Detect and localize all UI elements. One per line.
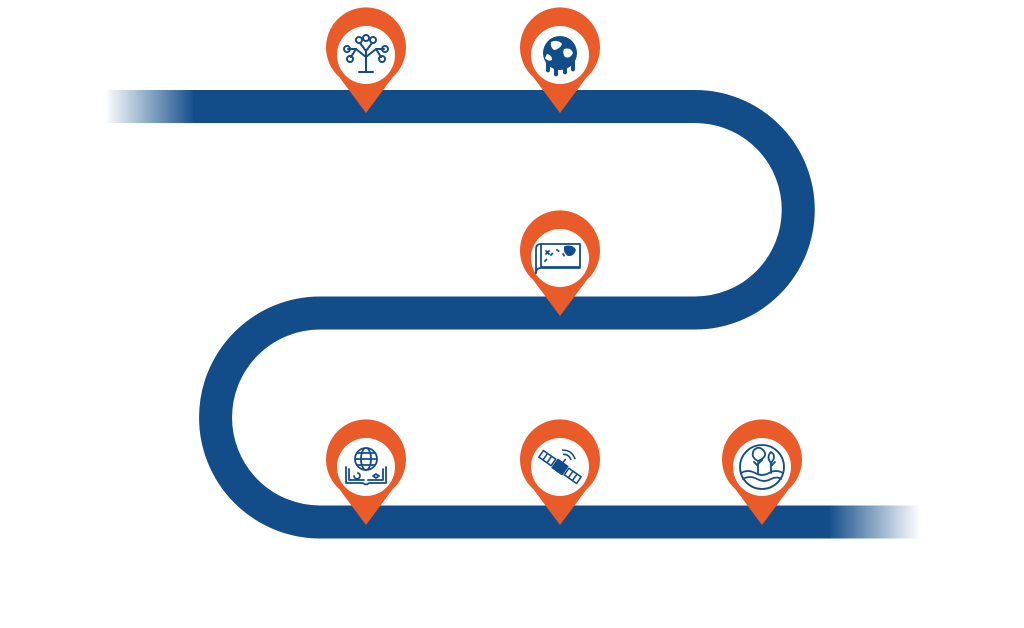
pin-inner-circle [733,438,791,496]
milestone-pins [326,7,802,525]
book-globe-icon [345,447,387,486]
milestone-pin[interactable] [520,7,600,113]
milestone-pin[interactable] [326,419,406,525]
milestone-pin[interactable] [520,210,600,316]
timeline-road [105,90,920,539]
road-path [193,90,830,539]
pin-inner-circle [337,438,395,496]
melting-globe-icon [543,36,577,77]
milestone-pin[interactable] [520,419,600,525]
road-fade-end [828,505,920,539]
milestone-pin[interactable] [722,419,802,525]
forest-water-icon [739,444,785,490]
milestone-pin[interactable] [326,7,406,113]
road-fade-start [105,90,195,123]
knowledge-tree-icon [343,34,389,73]
treasure-map-icon [535,243,581,274]
satellite-icon [538,449,582,485]
